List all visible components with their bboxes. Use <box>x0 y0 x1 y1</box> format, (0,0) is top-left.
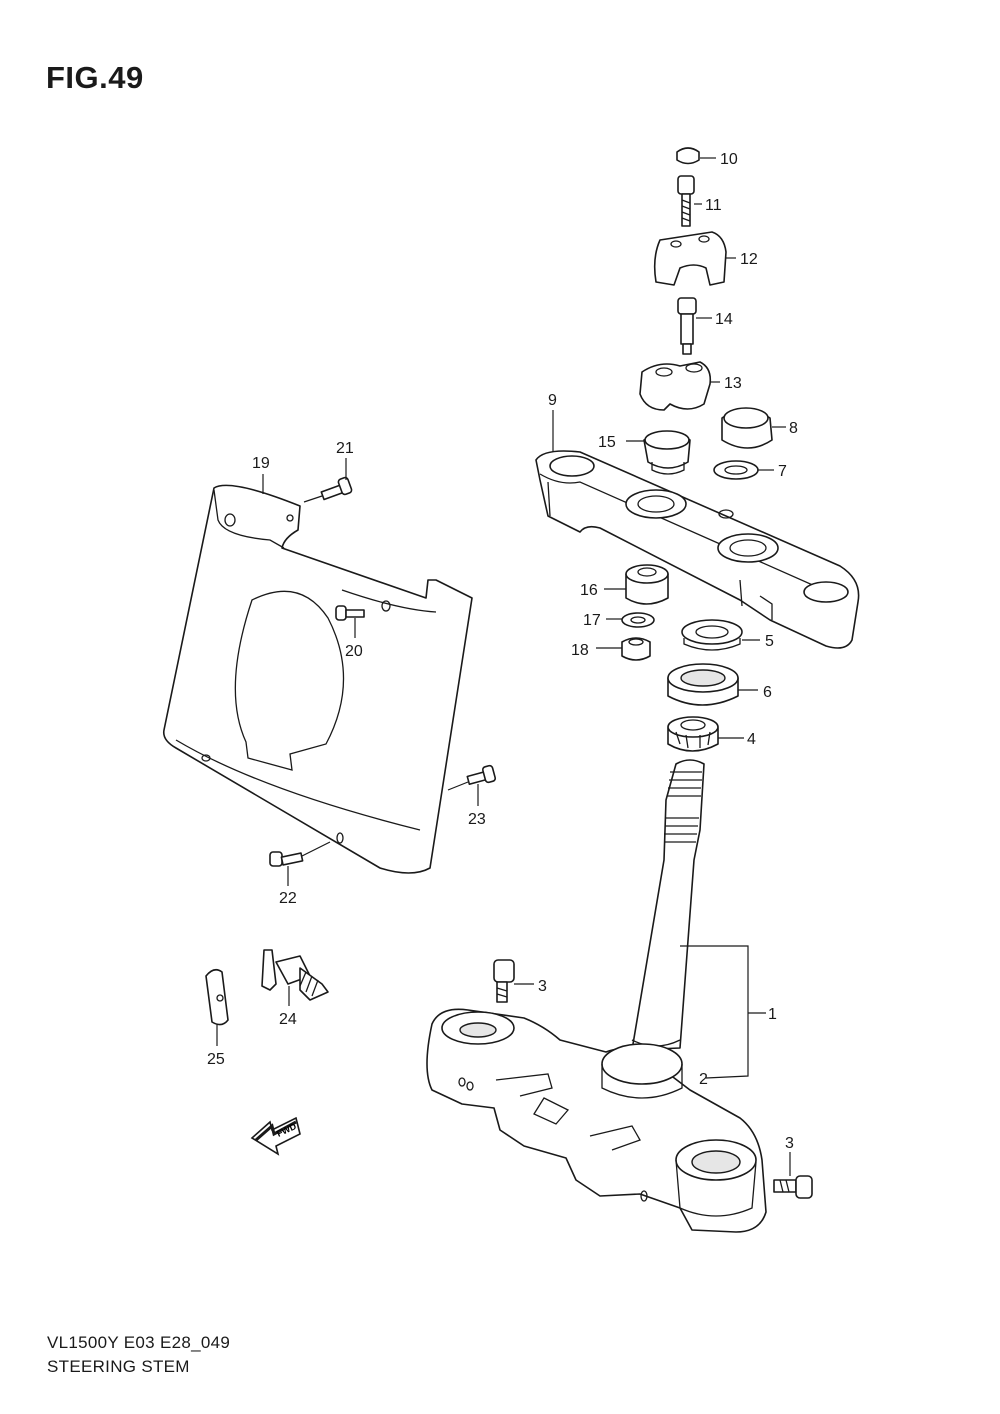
callout-2: 2 <box>699 1071 708 1088</box>
callout-16: 16 <box>580 582 598 599</box>
part-3-bolt-right <box>773 1152 813 1199</box>
part-7-washer <box>713 460 774 480</box>
part-9-upper-bracket <box>535 410 860 649</box>
callout-19: 19 <box>252 455 270 472</box>
callout-6: 6 <box>763 684 772 701</box>
diagram-caption: STEERING STEM <box>47 1357 190 1376</box>
callout-24: 24 <box>279 1011 297 1028</box>
fwd-arrow-icon: FWD <box>250 1116 301 1156</box>
callout-14: 14 <box>715 311 733 328</box>
callout-11: 11 <box>705 197 722 214</box>
part-8-nut <box>721 407 786 449</box>
callout-18: 18 <box>571 642 589 659</box>
callout-5: 5 <box>765 633 774 650</box>
figure-title: FIG.49 <box>46 60 144 95</box>
callout-12: 12 <box>740 251 758 268</box>
part-19-cover <box>162 474 473 874</box>
callout-17: 17 <box>583 612 601 629</box>
part-24-steering-lock <box>261 949 329 1006</box>
callout-23: 23 <box>468 811 486 828</box>
part-17-washer <box>606 612 655 628</box>
part-20-screw <box>335 605 365 638</box>
callout-8: 8 <box>789 420 798 437</box>
callout-3-right: 3 <box>785 1135 794 1152</box>
part-21-screw <box>303 458 353 503</box>
part-5-lock-nut <box>681 619 760 651</box>
callout-4: 4 <box>747 731 756 748</box>
part-3-bolt-left <box>493 959 534 1003</box>
callout-13: 13 <box>724 375 742 392</box>
callout-20: 20 <box>345 643 363 660</box>
callout-9: 9 <box>548 392 557 409</box>
part-11-bolt <box>677 175 702 227</box>
part-13-lower-holder <box>639 361 720 411</box>
part-22-screw <box>269 841 331 886</box>
part-10-cap <box>676 147 716 165</box>
callout-25: 25 <box>207 1051 225 1068</box>
part-4-bearing <box>667 716 744 752</box>
callout-1: 1 <box>768 1006 777 1023</box>
part-16-bushing <box>604 564 669 605</box>
callout-21: 21 <box>336 440 354 457</box>
part-6-dust-seal <box>667 663 758 706</box>
part-15-bushing <box>626 430 691 475</box>
callout-7: 7 <box>778 463 787 480</box>
part-25-plate <box>205 968 229 1046</box>
callout-15: 15 <box>598 434 616 451</box>
part-18-nut <box>596 637 651 661</box>
part-23-screw <box>447 764 497 806</box>
part-14-bolt <box>677 297 712 355</box>
part-1-steering-stem <box>426 759 767 1233</box>
callout-22: 22 <box>279 890 297 907</box>
part-12-upper-holder <box>653 231 736 286</box>
model-code: VL1500Y E03 E28_049 <box>47 1333 231 1352</box>
callout-3-left: 3 <box>538 978 547 995</box>
callout-10: 10 <box>720 151 738 168</box>
